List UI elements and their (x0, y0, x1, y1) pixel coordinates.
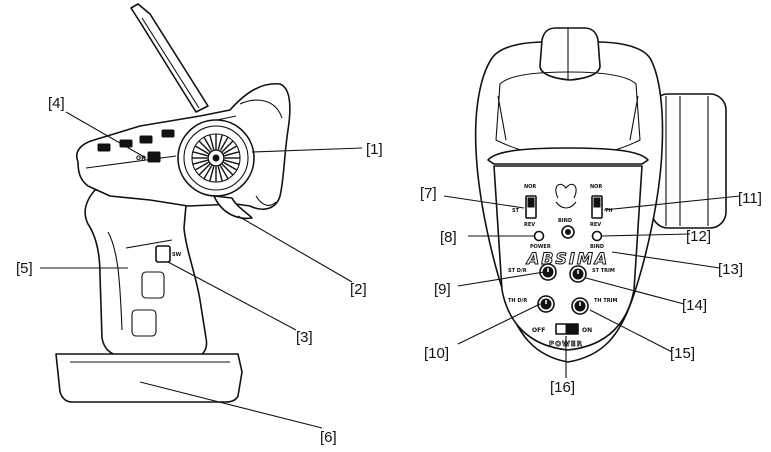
side-view-transmitter: OR SW (55, 3, 291, 403)
power-led-label: POWER (530, 244, 551, 250)
th-dr-label: TH D/R (508, 298, 527, 304)
callout-9: [9] (434, 281, 451, 298)
callout-12: [12] (686, 228, 711, 245)
front-antenna-base (539, 27, 601, 81)
callout-5: [5] (16, 260, 33, 277)
top-button-4[interactable] (161, 129, 175, 138)
power-switch[interactable] (555, 323, 579, 335)
center-bind-label: BIND (558, 218, 572, 224)
front-view-transmitter: NOR ST REV NOR TH REV BIND POWER BIND AB… (474, 27, 727, 363)
battery-base (55, 353, 243, 403)
wheel-spoke (203, 165, 213, 180)
callout-6: [6] (320, 429, 337, 446)
front-leader-lines (443, 195, 741, 378)
power-off-label: OFF (532, 327, 545, 334)
callout-11: [11] (738, 190, 762, 207)
power-on-label: ON (582, 327, 592, 334)
bind-button-side[interactable] (155, 245, 171, 263)
side-switch[interactable] (147, 151, 161, 163)
wheel-spoke (221, 163, 234, 176)
wheel-spoke (198, 163, 211, 176)
th-trim-label: TH TRIM (594, 298, 617, 304)
wheel-spoke (223, 161, 238, 171)
power-led (533, 230, 545, 242)
grip-pad-2 (131, 309, 157, 337)
bind-led (591, 230, 603, 242)
wheel-spoke (198, 140, 211, 153)
grip-pad-1 (141, 271, 165, 299)
st-switch-side-label: ST (512, 208, 520, 214)
st-trim-knob[interactable] (569, 265, 587, 283)
wheel-spoke (221, 140, 234, 153)
throttle-trigger[interactable] (213, 195, 253, 220)
front-shelf (487, 147, 649, 165)
callout-1: [1] (366, 141, 383, 158)
st-trim-label: ST TRIM (592, 268, 615, 274)
wheel-spoke (203, 136, 213, 151)
top-button-1[interactable] (97, 143, 111, 152)
wheel-spoke (219, 165, 229, 180)
callout-10: [10] (424, 345, 449, 362)
th-switch-rev-label: REV (590, 222, 601, 228)
callout-3: [3] (296, 329, 313, 346)
th-switch-side-label: TH (605, 208, 613, 214)
bind-led-label: BIND (590, 244, 604, 250)
callout-16: [16] (550, 379, 575, 396)
wheel-spoke (223, 145, 238, 155)
wheel-spoke (192, 159, 208, 165)
wheel-spoke (217, 166, 223, 182)
wheel-spoke (224, 151, 240, 157)
st-dr-knob[interactable] (539, 263, 557, 281)
st-switch-rev-label: REV (524, 222, 535, 228)
wheel-spoke (219, 136, 229, 151)
center-logo (555, 183, 577, 209)
th-trim-knob[interactable] (571, 297, 589, 315)
wheel-spoke (194, 161, 209, 171)
steering-wheel[interactable] (177, 119, 255, 197)
brand-logo: ABSIMA (525, 249, 609, 268)
front-steering-wheel[interactable] (651, 93, 727, 229)
wheel-spoke (194, 145, 209, 155)
st-switch-nor-label: NOR (524, 184, 536, 190)
wheel-spoke (192, 151, 208, 157)
side-leader-lines (40, 111, 363, 429)
callout-4: [4] (48, 95, 65, 112)
top-button-3[interactable] (139, 135, 153, 144)
callout-15: [15] (670, 345, 695, 362)
wheel-spoke (217, 134, 223, 150)
wheel-spoke (224, 159, 240, 165)
th-dr-knob[interactable] (537, 295, 555, 313)
callout-8: [8] (440, 229, 457, 246)
callout-labels: [1] [2] [3] [4] [5] [6] [7] [8] [9] [10]… (16, 95, 762, 446)
st-dr-label: ST D/R (508, 268, 527, 274)
switch-label: OR (136, 155, 146, 162)
bind-label-side: SW (172, 252, 182, 258)
wheel-spoke (209, 166, 215, 182)
wheel-spoke (209, 134, 215, 150)
callout-7: [7] (420, 185, 437, 202)
antenna (130, 3, 209, 113)
th-switch-nor-label: NOR (590, 184, 602, 190)
callout-14: [14] (682, 297, 707, 314)
callout-2: [2] (350, 281, 367, 298)
callout-13: [13] (718, 261, 743, 278)
